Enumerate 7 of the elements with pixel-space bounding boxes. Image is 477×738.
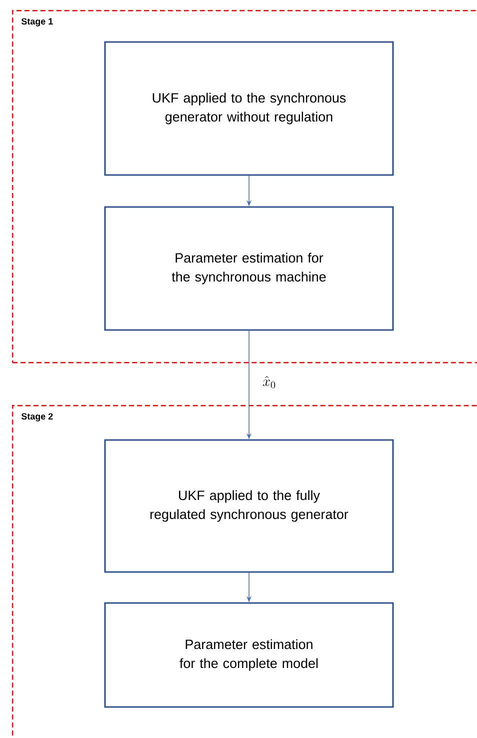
edge-label: $\hat{x}_0$ bbox=[262, 376, 276, 388]
process-box: UKF applied to the synchronous generator without regulation bbox=[104, 41, 394, 176]
stage-heading: Stage 2 bbox=[21, 413, 53, 422]
process-box: UKF applied to the fully regulated synchronous generator bbox=[104, 439, 394, 573]
process-box: Parameter estimation for the synchronous machine bbox=[104, 206, 394, 331]
process-box: Parameter estimation for the complete model bbox=[104, 602, 394, 708]
stage-heading: Stage 1 bbox=[21, 18, 53, 26]
